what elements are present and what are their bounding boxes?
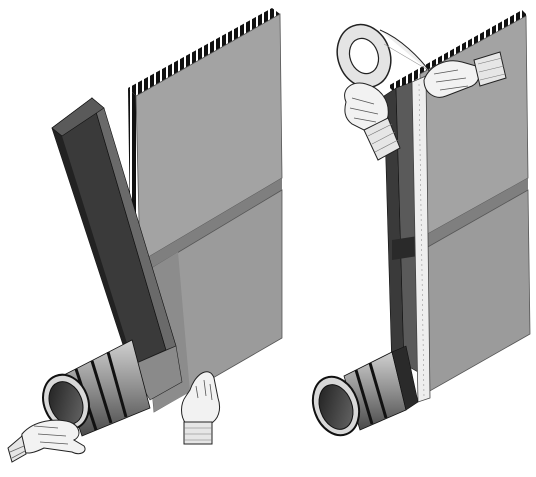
duct-connector-icon xyxy=(42,339,151,437)
panel-joint xyxy=(424,178,528,248)
gloved-hand-icon xyxy=(423,51,507,98)
sealing-tape xyxy=(411,75,431,403)
left-step-panel xyxy=(7,8,283,463)
tape-centerline xyxy=(418,83,425,399)
gloved-hand-icon xyxy=(344,82,401,161)
duct-connector-icon xyxy=(311,345,419,437)
corner-profile-top xyxy=(51,97,105,137)
corner-profile-joint xyxy=(392,236,418,260)
right-step-panel xyxy=(311,10,531,437)
corner-profile-lip xyxy=(52,128,136,372)
gloved-hand-icon xyxy=(7,419,86,463)
panel-edge-top xyxy=(128,8,280,96)
panel-joint xyxy=(140,178,282,274)
panel-edge-top xyxy=(388,10,528,92)
tape-roll-icon xyxy=(336,23,431,89)
gloved-hand-icon xyxy=(181,371,221,445)
